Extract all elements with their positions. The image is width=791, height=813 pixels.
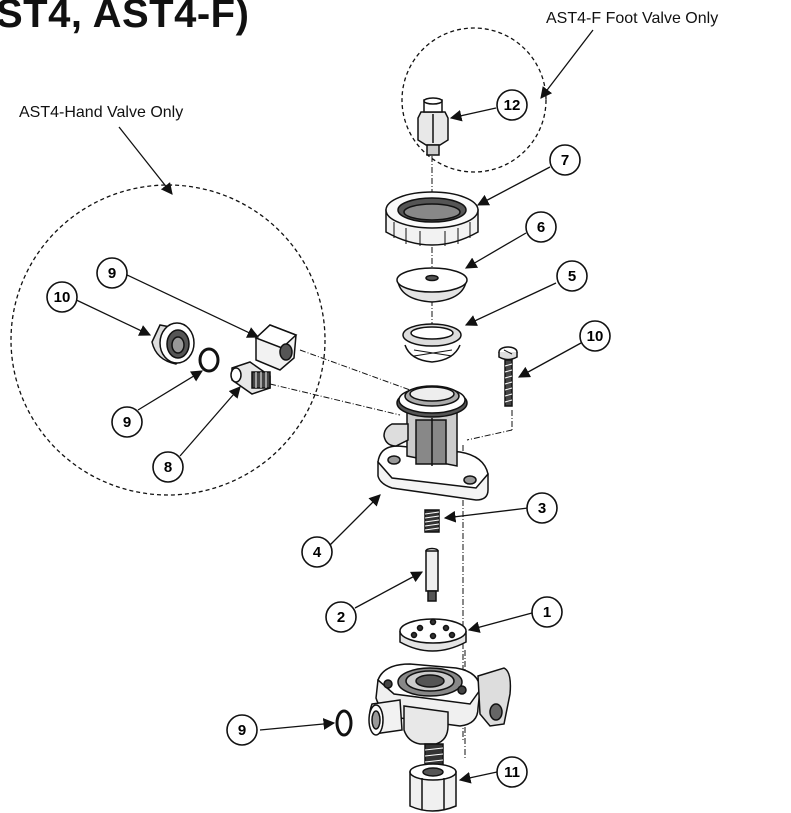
callout-number: 4 [313,544,322,561]
callout-9-upper: 9 [111,406,143,438]
callout-number: 9 [238,722,246,739]
part-6-diaphragm [396,267,468,303]
callout-number: 1 [543,604,551,621]
part-8-hand-valve-fitting [230,361,271,395]
callout-12: 10 [579,320,611,352]
callout-4: 4 [301,536,333,568]
callout-number: 9 [108,265,116,282]
part-7-retaining-nut [385,191,479,246]
callout-14: 12 [496,89,528,121]
callout-number: 6 [537,219,545,236]
page-title: ST4, AST4-F) [0,0,250,36]
callout-number: 9 [123,414,131,431]
hand-valve-label: AST4-Hand Valve Only [19,104,184,121]
callout-number: 10 [54,289,71,306]
callout-number: 10 [587,328,604,345]
part-1-diaphragm-disc [399,618,467,652]
part-12-screw [498,346,518,407]
callout-6: 6 [525,211,557,243]
callout-5: 5 [556,260,588,292]
callout-number: 3 [538,500,546,517]
callout-number: 11 [504,764,520,781]
callout-number: 5 [568,268,576,285]
callout-1: 1 [531,596,563,628]
callout-number: 12 [504,97,521,114]
part-4-valve-bonnet [377,385,489,501]
part-9-o-ring-upper [198,347,220,373]
callout-number: 8 [164,459,172,476]
hand-valve-detail-circle [10,184,326,496]
valve-base-body [368,663,512,775]
foot-valve-detail-circle [401,27,547,173]
callout-number: 7 [561,152,569,169]
part-3-spring [424,509,440,533]
callout-number: 2 [337,609,345,626]
part-2-valve-stem [425,547,439,602]
callout-3: 3 [526,492,558,524]
callout-2: 2 [325,601,357,633]
part-5-gasket [402,323,462,363]
foot-valve-label: AST4-F Foot Valve Only [546,10,719,27]
part-13-compression-nut [409,763,457,812]
callout-11: 9 [96,257,128,289]
part-14-foot-valve-fitting [417,97,449,156]
callout-10: 10 [46,281,78,313]
part-10-hand-valve-nut [151,322,195,365]
callout-8: 8 [152,451,184,483]
callout-13: 11 [496,756,528,788]
callout-7: 7 [549,144,581,176]
callout-9-lower: 9 [226,714,258,746]
part-9-o-ring-lower [335,709,353,737]
part-11-hand-valve-adapter [254,324,298,371]
